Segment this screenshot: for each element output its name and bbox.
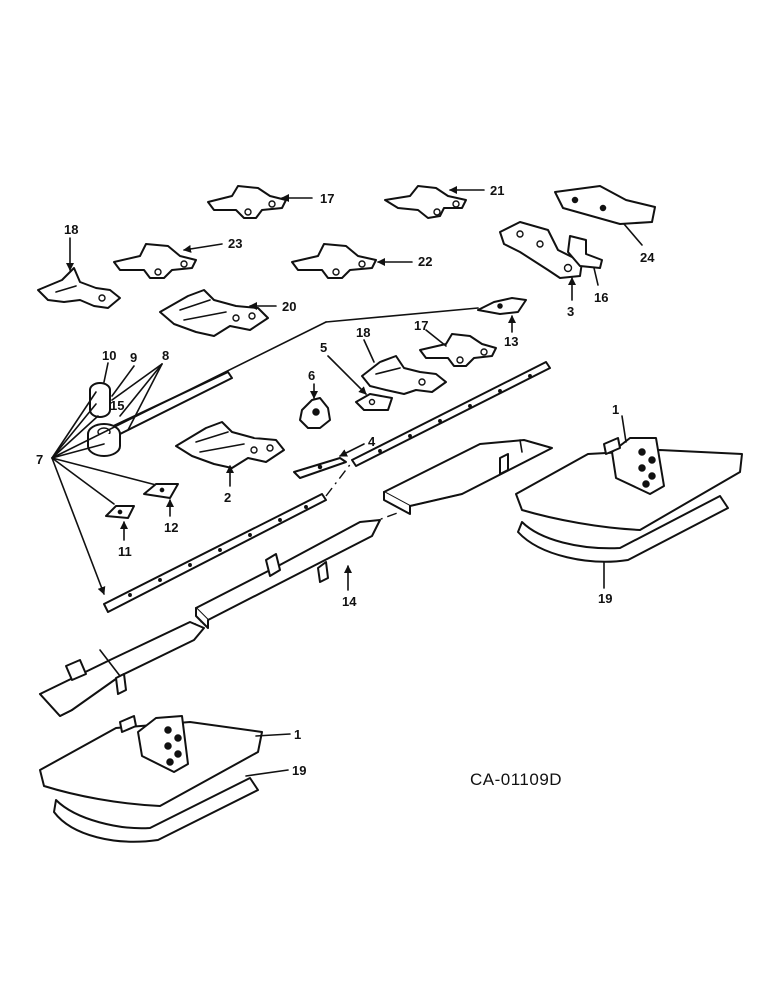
leader-1a	[621, 415, 627, 443]
callout-15: 15	[110, 398, 124, 413]
callout-13: 13	[504, 334, 518, 349]
callout-4: 4	[368, 434, 376, 449]
part-19-skid-left	[53, 777, 259, 843]
callout-19a: 19	[598, 591, 612, 606]
callout-6: 6	[308, 368, 315, 383]
callout-8: 8	[162, 348, 169, 363]
callout-24: 24	[640, 250, 655, 265]
part-4-plate	[293, 457, 347, 479]
leader-17b	[425, 329, 447, 347]
part-14-cutter-bar-section-right	[383, 439, 553, 515]
part-12-plate	[143, 483, 179, 499]
leaders-8	[111, 363, 163, 431]
callout-22: 22	[418, 254, 432, 269]
leader-10	[103, 362, 109, 383]
leader-16	[593, 267, 599, 286]
callout-17a: 17	[320, 191, 334, 206]
part-1-shoe-right	[515, 437, 743, 531]
part-16-angle	[567, 235, 603, 269]
part-24-plate	[554, 185, 656, 225]
leader-1b	[255, 733, 291, 737]
callout-14: 14	[342, 594, 357, 609]
leader-4	[339, 443, 365, 457]
part-11-plate	[105, 505, 135, 519]
part-1-shoe-left	[39, 715, 263, 807]
part-14-cutter-bar-section-middle	[195, 519, 381, 629]
leader-19b	[245, 769, 289, 777]
cutter-bar-section-left	[39, 621, 205, 717]
part-21-guard-plate	[384, 185, 467, 219]
callout-18a: 18	[64, 222, 78, 237]
part-17-hold-down-clip-middle	[419, 333, 497, 367]
callout-12: 12	[164, 520, 178, 535]
part-10-knife-head	[87, 382, 121, 457]
part-3-bracket	[499, 221, 583, 279]
part-13-plate	[477, 297, 527, 315]
part-5-plate	[355, 393, 393, 411]
part-22-guard-plate	[291, 243, 377, 279]
callout-10: 10	[102, 348, 116, 363]
part-17-hold-down-clip	[207, 185, 287, 219]
callout-3: 3	[567, 304, 574, 319]
knife-bar-lower	[103, 493, 327, 613]
callout-17b: 17	[414, 318, 428, 333]
part-18-guard	[37, 267, 121, 309]
part-19-skid-right	[517, 495, 729, 563]
part-20-double-guard	[159, 289, 269, 337]
callout-1b: 1	[294, 727, 301, 742]
leader-5	[327, 355, 367, 395]
callout-2: 2	[224, 490, 231, 505]
callout-11: 11	[118, 544, 132, 559]
part-6-clip	[299, 397, 331, 429]
leaders-7	[51, 307, 479, 595]
callout-5: 5	[320, 340, 327, 355]
callout-20: 20	[282, 299, 296, 314]
callout-7: 7	[36, 452, 43, 467]
knife-back-bar-upper	[351, 361, 551, 467]
part-2-double-guard	[175, 421, 285, 469]
drawing-code: CA-01109D	[470, 770, 562, 789]
callout-21: 21	[490, 183, 504, 198]
part-18-guard-middle	[361, 355, 447, 395]
callout-1a: 1	[612, 402, 619, 417]
leader-18b	[363, 339, 375, 363]
callout-18b: 18	[356, 325, 370, 340]
leader-9	[111, 365, 135, 397]
part-23-guard-plate	[113, 243, 197, 279]
leader-24	[623, 223, 643, 246]
callout-16: 16	[594, 290, 608, 305]
callout-23: 23	[228, 236, 242, 251]
callout-19b: 19	[292, 763, 306, 778]
callout-9: 9	[130, 350, 137, 365]
leader-23	[183, 243, 223, 253]
